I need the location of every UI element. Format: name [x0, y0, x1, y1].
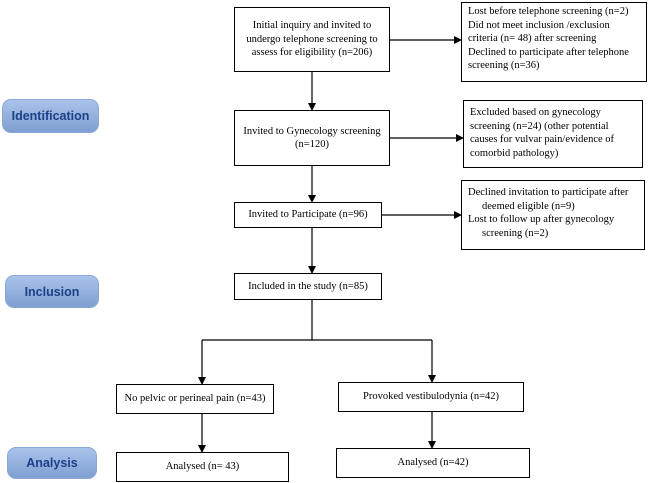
box-included-in-study-text: Included in the study (n=85) [248, 280, 368, 292]
box-group-no-pain-text: No pelvic or perineal pain (n=43) [124, 393, 266, 405]
stage-inclusion: Inclusion [5, 275, 99, 308]
exclusion-declined-line: deemed eligible (n=9) [482, 200, 575, 212]
exclusion-telephone-line: Lost before telephone screening (n=2) [468, 6, 629, 17]
box-group-no-pain: No pelvic or perineal pain (n=43) [116, 384, 274, 414]
box-group-vestibulodynia-text: Provoked vestibulodynia (n=42) [363, 391, 499, 403]
exclusion-declined-line: Declined invitation to participate after [468, 187, 629, 198]
exclusion-gynecology-line: Excluded based on gynecology [470, 107, 601, 118]
box-analysed-left: Analysed (n= 43) [116, 452, 289, 482]
box-analysed-right: Analysed (n=42) [336, 448, 530, 478]
box-group-vestibulodynia: Provoked vestibulodynia (n=42) [338, 382, 524, 412]
exclusion-declined-line: Lost to follow up after gynecology [468, 214, 615, 225]
box-analysed-right-text: Analysed (n=42) [397, 457, 469, 469]
box-invited-to-participate: Invited to Participate (n=96) [234, 202, 382, 228]
box-invited-to-participate-text: Invited to Participate (n=96) [248, 209, 368, 221]
box-initial-inquiry: Initial inquiry and invited to undergo t… [234, 7, 390, 72]
exclusion-telephone-line: screening (n=36) [468, 60, 540, 71]
exclusion-declined-line: screening (n=2) [482, 227, 549, 239]
box-analysed-left-text: Analysed (n= 43) [165, 461, 240, 473]
exclusion-telephone-line: criteria (n= 48) after screening [468, 33, 597, 44]
exclusion-gynecology-line: screening (n=24) (other potential [470, 120, 609, 132]
box-exclusion-telephone: Lost before telephone screening (n=2) Di… [461, 2, 647, 82]
exclusion-telephone-line: Declined to participate after telephone [468, 46, 629, 58]
stage-analysis: Analysis [7, 447, 97, 479]
stage-identification: Identification [2, 99, 99, 133]
box-included-in-study: Included in the study (n=85) [234, 273, 382, 300]
box-exclusion-declined: Declined invitation to participate after… [461, 180, 645, 250]
exclusion-gynecology-line: causes for vulvar pain/evidence of [470, 134, 615, 145]
exclusion-gynecology-line: comorbid pathology) [470, 147, 559, 159]
box-gynecology-screening-text: Invited to Gynecology screening (n=120) [243, 125, 381, 151]
exclusion-telephone-line: Did not meet inclusion /exclusion [468, 19, 610, 31]
box-initial-inquiry-text: Initial inquiry and invited to undergo t… [246, 20, 378, 59]
box-exclusion-gynecology: Excluded based on gynecology screening (… [463, 100, 643, 168]
box-gynecology-screening: Invited to Gynecology screening (n=120) [234, 110, 390, 166]
